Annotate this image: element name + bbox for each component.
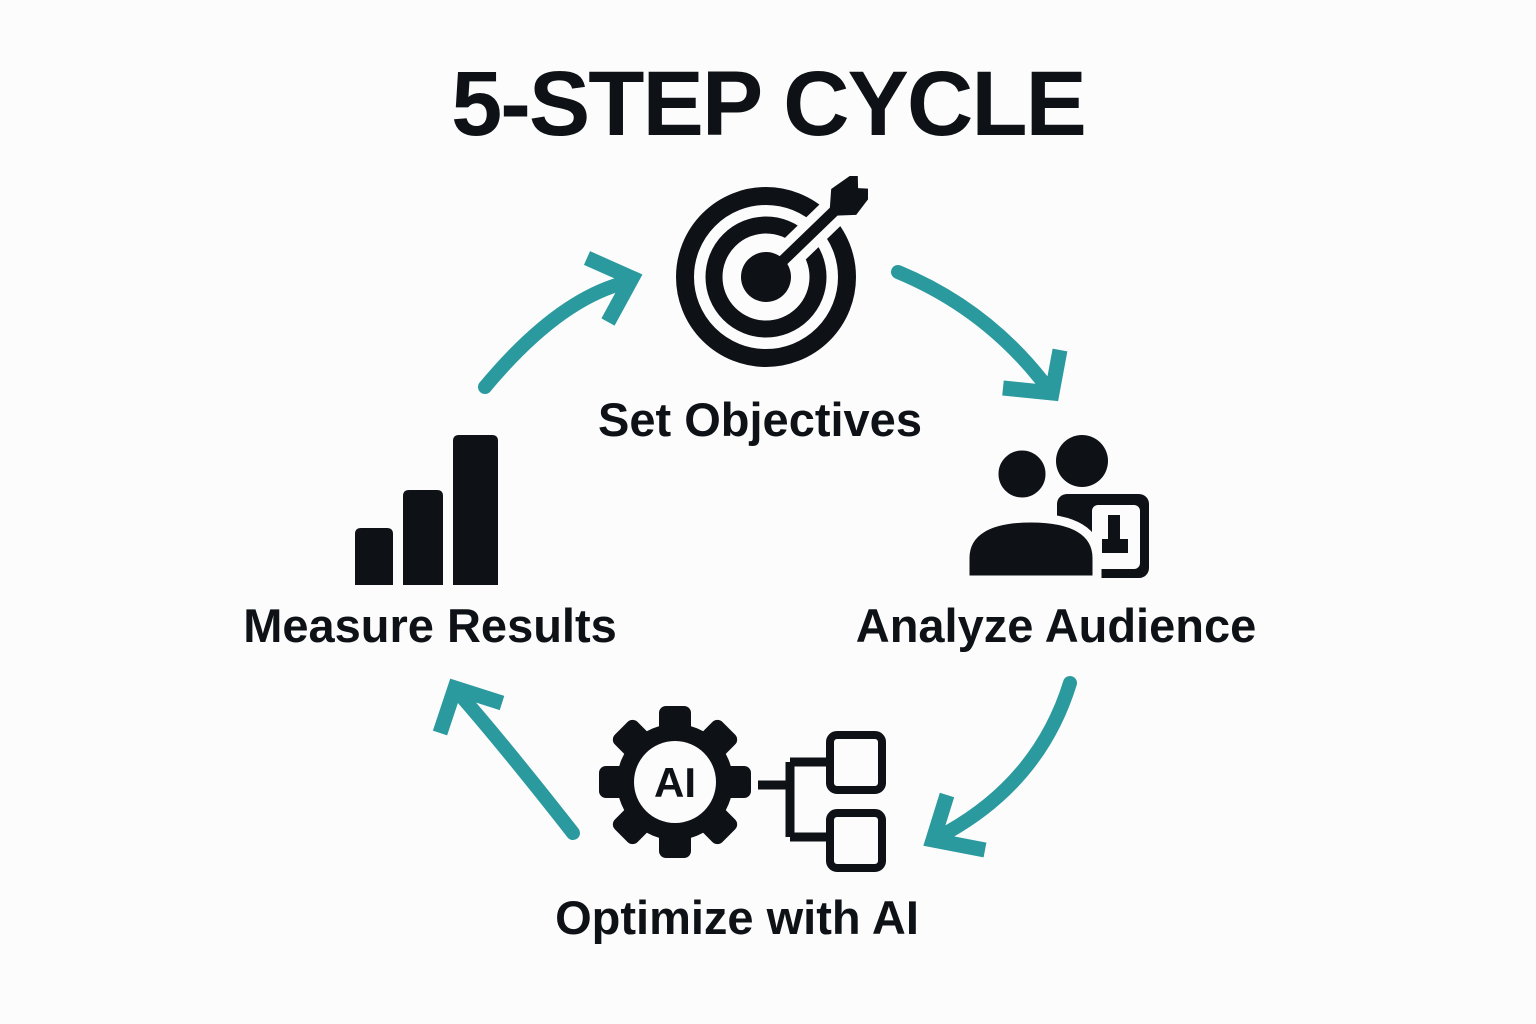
label-measure-results: Measure Results [243,599,617,652]
label-optimize-with-ai: Optimize with AI [555,891,919,944]
arrow-analyze-to-optimize [923,676,1077,858]
step-measure-results [350,428,502,590]
arrow-measure-to-objectives [478,251,643,394]
ai-gear-flowchart-icon: AI [599,706,886,872]
ai-gear-text: AI [654,759,696,806]
label-analyze-audience: Analyze Audience [855,599,1257,652]
step-optimize-with-ai: AI [596,703,894,881]
arrow-objectives-to-analyze [891,265,1068,402]
bar-chart-icon [355,435,498,585]
step-set-objectives [668,176,868,382]
flowchart-node-top [826,731,886,794]
target-dart-icon [676,176,868,367]
flowchart-lines [758,757,827,842]
label-set-objectives: Set Objectives [598,393,922,446]
flowchart-node-bottom [826,809,886,872]
step-analyze-audience [960,424,1158,584]
arrow-optimize-to-measure [432,678,580,840]
audience-people-icon [960,435,1149,584]
page-title: 5-STEP CYCLE [451,53,1087,155]
